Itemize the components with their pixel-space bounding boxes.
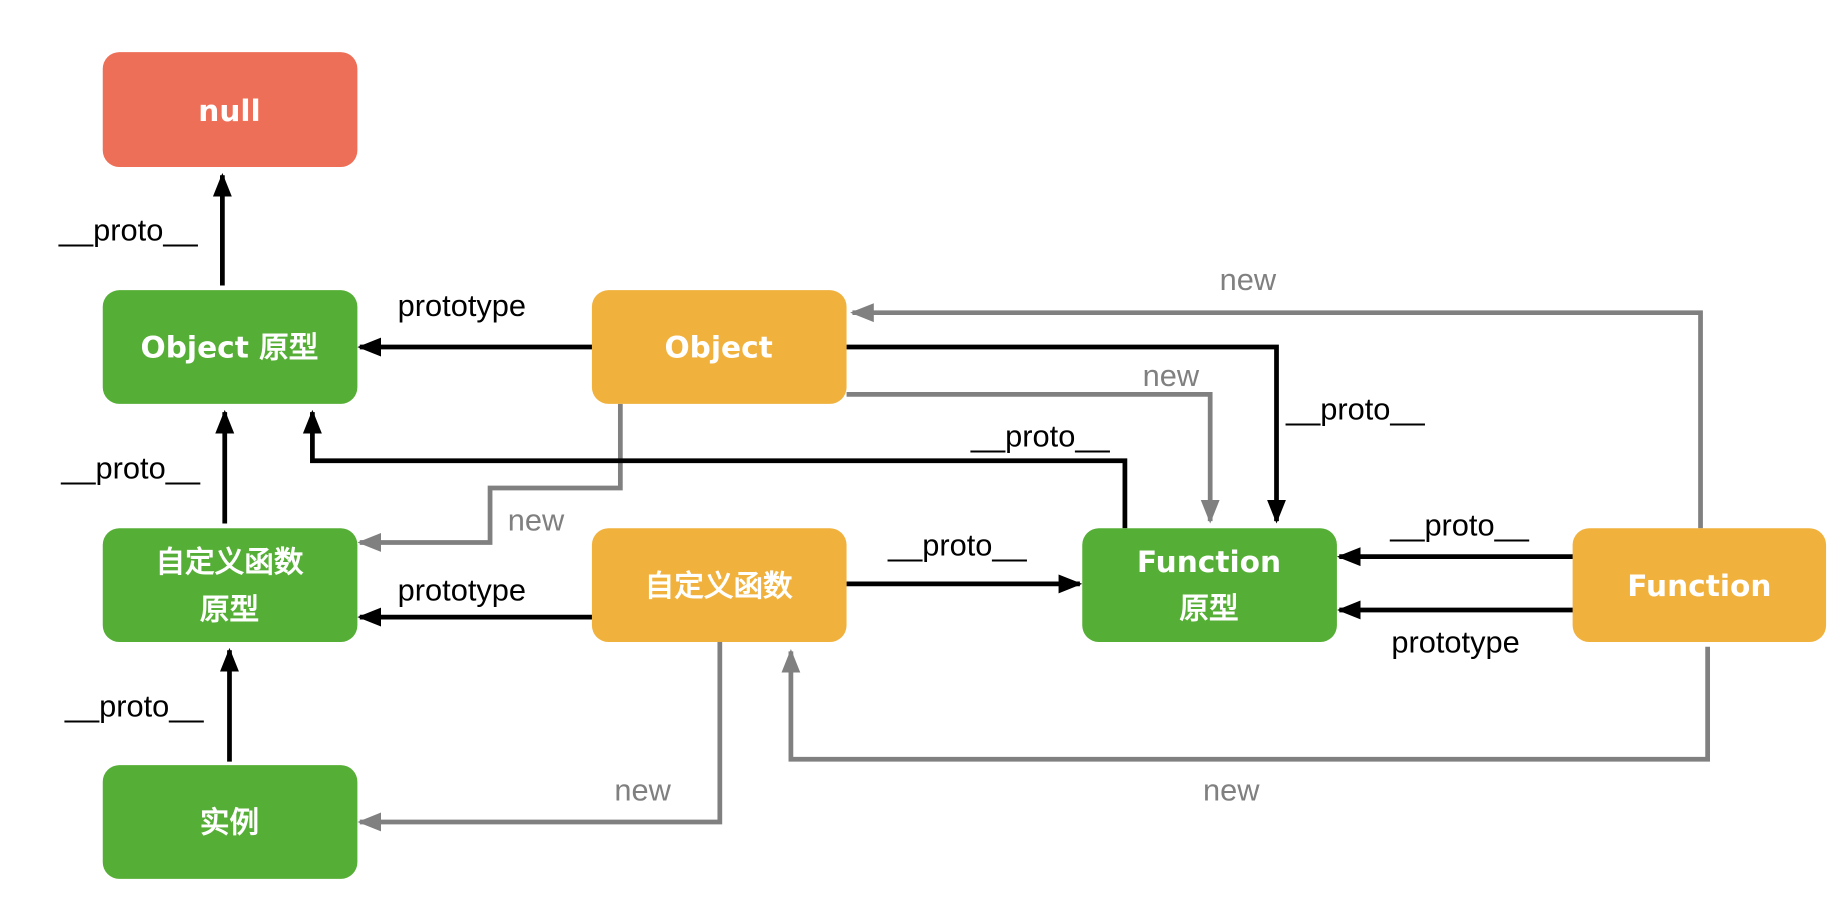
label-object-new-customproto: new bbox=[508, 503, 565, 538]
node-custom-fn-prototype: 自定义函数 原型 bbox=[102, 528, 358, 642]
label-customproto-proto-objproto: __proto__ bbox=[60, 451, 201, 486]
node-custom-fn-prototype-label-1: 自定义函数 bbox=[155, 545, 303, 579]
node-object-label: Object bbox=[664, 331, 772, 365]
edge-function-new-customfn bbox=[781, 646, 1711, 762]
label-function-new-customfn: new bbox=[1203, 773, 1260, 808]
node-custom-fn: 自定义函数 bbox=[591, 528, 847, 642]
label-function-new-object: new bbox=[1220, 262, 1277, 297]
label-instance-proto-customproto: __proto__ bbox=[64, 689, 205, 724]
node-custom-fn-label: 自定义函数 bbox=[645, 569, 793, 603]
node-null: null bbox=[102, 52, 358, 168]
node-object: Object bbox=[591, 290, 847, 404]
node-null-label: null bbox=[198, 94, 260, 128]
node-function-prototype-label-2: 原型 bbox=[1179, 591, 1238, 625]
label-customfn-proto-fnproto: __proto__ bbox=[887, 527, 1028, 562]
label-function-proto-fnproto: __proto__ bbox=[1389, 507, 1530, 542]
edge-object-new-fnproto bbox=[846, 392, 1220, 524]
node-instance: 实例 bbox=[102, 765, 358, 879]
edge-fnproto-proto-objproto bbox=[302, 409, 1128, 529]
label-fnproto-proto-objproto: __proto__ bbox=[970, 419, 1111, 454]
label-object-prototype-objproto: prototype bbox=[398, 288, 526, 323]
node-function-label: Function bbox=[1627, 569, 1771, 603]
node-function-prototype: Function 原型 bbox=[1082, 528, 1337, 642]
label-customfn-prototype-customproto: prototype bbox=[398, 572, 526, 607]
edge-object-proto-fnproto bbox=[846, 344, 1286, 524]
edge-object-new-customproto bbox=[357, 403, 623, 552]
edge-function-new-object bbox=[850, 303, 1703, 529]
node-function: Function bbox=[1572, 528, 1827, 642]
node-instance-label: 实例 bbox=[200, 806, 259, 840]
node-object-prototype-label: Object 原型 bbox=[141, 331, 319, 365]
node-object-prototype: Object 原型 bbox=[102, 290, 358, 404]
label-function-prototype-fnproto: prototype bbox=[1391, 625, 1519, 660]
label-customfn-new-instance: new bbox=[614, 773, 671, 808]
label-objproto-proto-null: __proto__ bbox=[58, 212, 199, 247]
edge-customfn-new-instance bbox=[357, 641, 723, 832]
node-function-prototype-label-1: Function bbox=[1137, 545, 1281, 579]
label-object-new-fnproto: new bbox=[1143, 358, 1200, 393]
label-object-proto-fnproto: __proto__ bbox=[1285, 391, 1426, 426]
node-custom-fn-prototype-label-2: 原型 bbox=[200, 592, 259, 626]
